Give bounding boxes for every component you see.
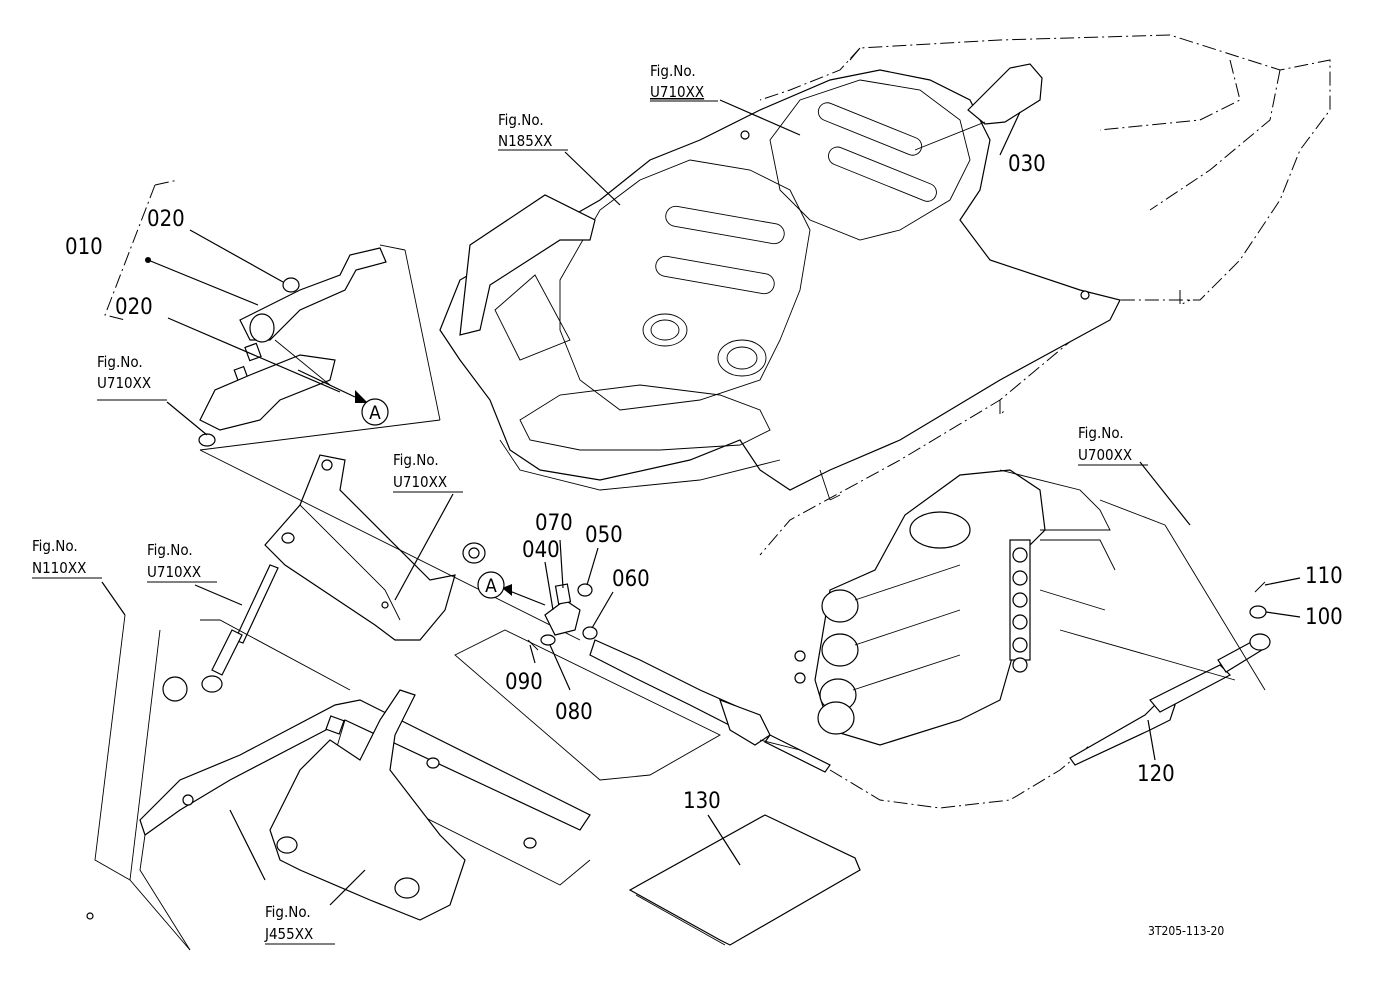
svg-text:Fig.No.: Fig.No. [32,537,78,555]
part-label-080: 080 [555,700,593,725]
part-label-120: 120 [1137,762,1175,787]
fig-ref-n110: Fig.No. N110XX [32,537,102,579]
part-label-060: 060 [612,567,650,592]
svg-text:U700XX: U700XX [1078,446,1132,464]
part-label-070: 070 [535,511,573,536]
svg-text:Fig.No.: Fig.No. [393,451,439,469]
fig-ref-u710-top: Fig.No. U710XX [650,62,718,102]
svg-text:U710XX: U710XX [97,374,151,392]
svg-text:Fig.No.: Fig.No. [1078,424,1124,442]
svg-text:N185XX: N185XX [498,132,552,150]
cable-drawing [462,542,1271,809]
svg-text:Fig.No.: Fig.No. [265,903,311,921]
control-valve-drawing [794,469,1266,746]
linkage-arm-drawing [104,179,441,451]
leader-lines [101,99,1301,906]
svg-text:U710XX: U710XX [393,473,447,491]
operators-manual-drawing [628,814,861,946]
svg-text:U710XX: U710XX [650,83,704,101]
svg-text:A: A [369,402,381,424]
svg-text:Fig.No.: Fig.No. [97,353,143,371]
fig-ref-u710-left: Fig.No. U710XX [97,353,167,401]
part-label-020-lower: 020 [115,295,153,320]
drawing-code: 3T205-113-20 [1148,924,1224,938]
fig-ref-u710-mid: Fig.No. U710XX [393,451,463,493]
svg-text:J455XX: J455XX [264,925,313,943]
fig-ref-j455: Fig.No. J455XX [264,903,335,945]
svg-text:Fig.No.: Fig.No. [650,62,696,80]
svg-text:Fig.No.: Fig.No. [498,111,544,129]
part-label-100: 100 [1305,605,1343,630]
svg-text:U710XX: U710XX [147,563,201,581]
fig-ref-u700: Fig.No. U700XX [1078,424,1148,466]
part-label-040: 040 [522,538,560,563]
part-label-050: 050 [585,523,623,548]
console-housing-drawing [439,34,1331,556]
part-label-110: 110 [1305,564,1343,589]
detail-marker-a-upper: A [361,398,389,426]
detail-marker-a-lower: A [477,571,505,599]
svg-text:A: A [485,575,497,597]
part-label-130: 130 [683,789,721,814]
part-label-010: 010 [65,235,103,260]
svg-text:Fig.No.: Fig.No. [147,541,193,559]
fig-ref-u710-lower: Fig.No. U710XX [147,541,217,583]
part-label-020-upper: 020 [147,207,185,232]
bracket-drawing [86,449,721,951]
svg-text:N110XX: N110XX [32,559,86,577]
part-label-030: 030 [1008,152,1046,177]
fig-ref-n185: Fig.No. N185XX [498,111,568,151]
part-label-090: 090 [505,670,543,695]
